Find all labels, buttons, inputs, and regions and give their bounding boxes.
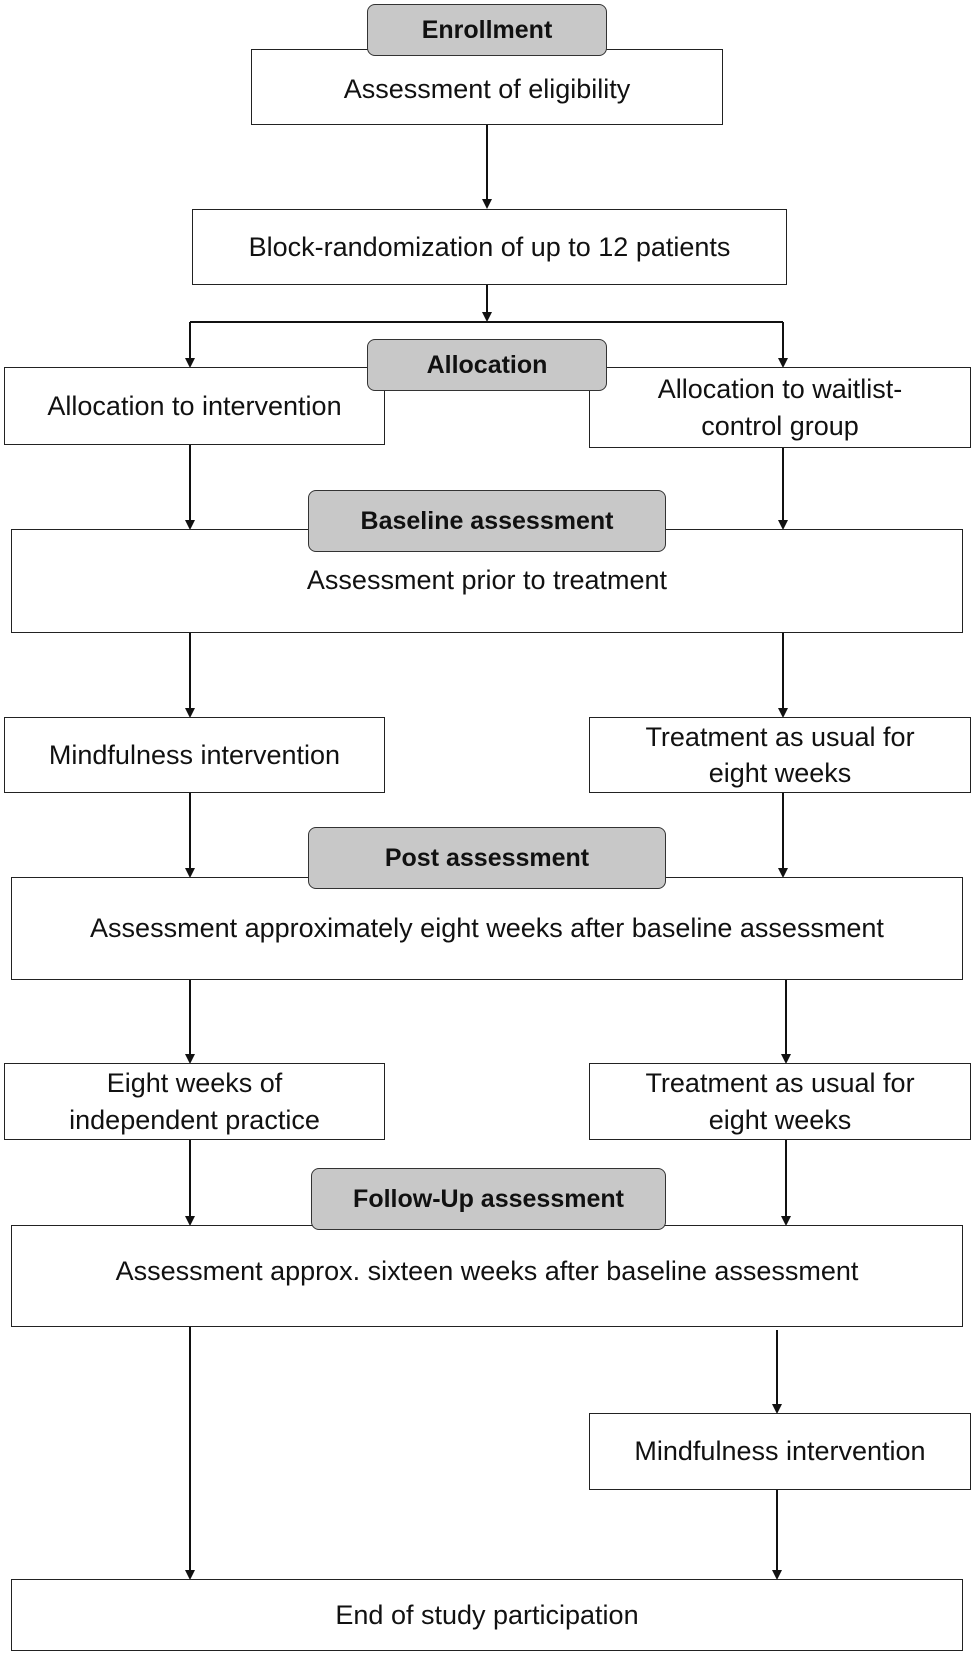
eligibility-box: Assessment of eligibility [251, 49, 723, 125]
independent-practice-box: Eight weeks of independent practice [4, 1063, 385, 1140]
allocation-intervention-box: Allocation to intervention [4, 367, 385, 445]
randomization-box: Block-randomization of up to 12 patients [192, 209, 787, 285]
allocation-waitlist-box: Allocation to waitlist-control group [589, 367, 971, 448]
baseline-header: Baseline assessment [308, 490, 666, 552]
end-of-study-box: End of study participation [11, 1579, 963, 1651]
enrollment-header: Enrollment [367, 4, 607, 56]
mindfulness-right-box: Mindfulness intervention [589, 1413, 971, 1490]
allocation-header: Allocation [367, 339, 607, 391]
post-assessment-box: Assessment approximately eight weeks aft… [11, 877, 963, 980]
treatment-as-usual-box-2: Treatment as usual for eight weeks [589, 1063, 971, 1140]
post-header: Post assessment [308, 827, 666, 889]
mindfulness-left-box: Mindfulness intervention [4, 717, 385, 793]
prior-treatment-box: Assessment prior to treatment [11, 529, 963, 633]
followup-header: Follow-Up assessment [311, 1168, 666, 1230]
followup-assessment-box: Assessment approx. sixteen weeks after b… [11, 1225, 963, 1327]
treatment-as-usual-box-1: Treatment as usual for eight weeks [589, 717, 971, 793]
